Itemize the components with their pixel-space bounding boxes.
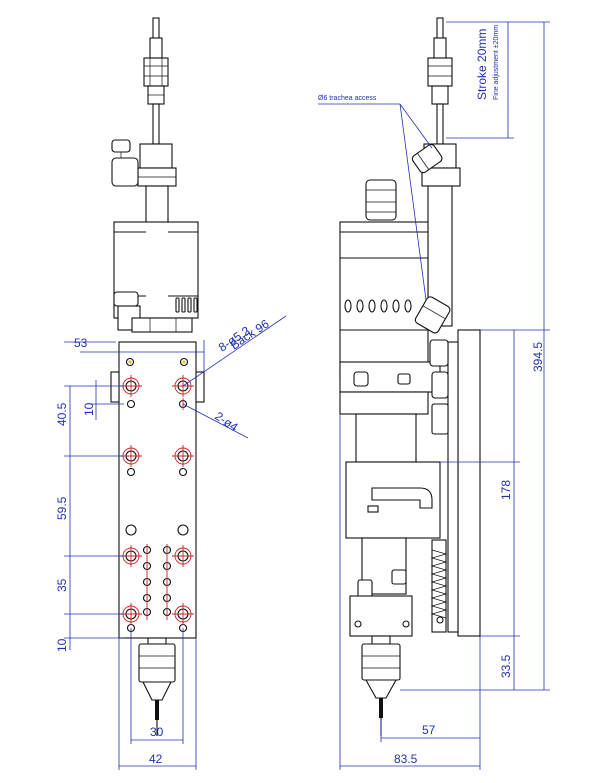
front-hex-nut — [143, 57, 169, 87]
front-plate-tab-right — [195, 371, 205, 403]
side-slot-guide — [371, 487, 433, 509]
front-view — [110, 17, 205, 736]
side-body-mid — [355, 413, 417, 463]
side-rear-plate — [457, 329, 481, 637]
side-dimensions: Stroke 20mm Fine adjustment ±20mm 394.5 … — [318, 21, 550, 770]
side-air-fitting-upper — [411, 143, 443, 174]
dim-178: 178 — [499, 480, 513, 500]
side-head-block — [349, 595, 413, 637]
side-dispense-head — [361, 643, 401, 681]
side-bracket-lower — [339, 391, 429, 415]
front-head-neck — [147, 637, 167, 645]
dim-10-lower: 10 — [55, 638, 69, 652]
dim-394-5: 394.5 — [531, 342, 545, 372]
dim-10-upper: 10 — [82, 402, 96, 416]
front-vent-slots — [175, 297, 198, 313]
dim-83-5: 83.5 — [394, 752, 418, 766]
side-hex-nut — [427, 57, 453, 87]
side-rod — [436, 103, 444, 145]
dim-stroke: Stroke 20mm — [475, 29, 489, 100]
front-nozzle-taper — [142, 681, 172, 701]
dim-57: 57 — [422, 723, 436, 737]
side-view — [339, 17, 481, 736]
dim-53: 53 — [74, 336, 88, 350]
side-needle-tip — [379, 698, 383, 718]
side-top-needle — [436, 17, 444, 41]
front-neck — [131, 317, 193, 333]
front-needle-tip — [155, 700, 159, 720]
dim-59-5: 59.5 — [55, 496, 69, 520]
dim-35: 35 — [55, 578, 69, 592]
side-spring — [430, 539, 448, 633]
front-top-nozzle — [149, 37, 163, 59]
dim-fine-adjust: Fine adjustment ±20mm — [493, 25, 500, 100]
dim-30: 30 — [150, 725, 164, 739]
front-clamp — [139, 143, 173, 169]
side-vent-holes — [344, 299, 412, 313]
front-air-fitting-lower — [113, 291, 139, 307]
front-plate-tab-left — [110, 371, 120, 403]
dim-33-5: 33.5 — [499, 654, 513, 678]
front-top-needle — [152, 17, 160, 41]
front-dispense-head — [138, 643, 176, 683]
dim-40-5: 40.5 — [55, 402, 69, 426]
callout-air-access: Ø6 trachea access — [318, 95, 377, 102]
side-air-fitting-lower — [414, 296, 451, 334]
dim-42: 42 — [149, 752, 163, 766]
front-air-fitting-upper — [111, 139, 131, 153]
callout-2-holes: 2-ø4 — [212, 409, 241, 435]
side-cable-gland — [365, 179, 397, 221]
front-rod — [152, 103, 160, 145]
front-air-fitting-elbow — [111, 157, 139, 187]
